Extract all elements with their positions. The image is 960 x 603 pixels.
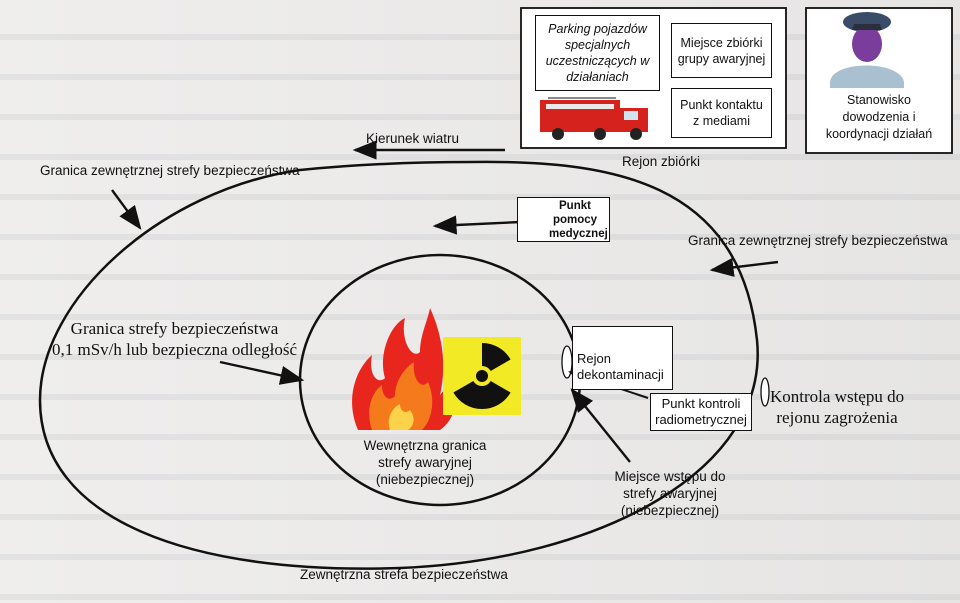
entry-point-line1: Miejsce wstępu do bbox=[614, 469, 726, 484]
radiometric-point-box: Punkt kontroli radiometrycznej bbox=[650, 393, 752, 431]
entry-point-label: Miejsce wstępu do strefy awaryjnej (nieb… bbox=[600, 468, 740, 519]
entry-point-line2: strefy awaryjnej bbox=[623, 486, 717, 501]
safety-boundary-arrow bbox=[219, 360, 305, 385]
inner-boundary-line3: (niebezpiecznej) bbox=[375, 472, 475, 487]
rally-area-caption: Rejon zbiórki bbox=[622, 154, 701, 169]
access-control-label: Kontrola wstępu do rejonu zagrożenia bbox=[770, 386, 904, 428]
outer-boundary-left-label: Granica zewnętrznej strefy bezpieczeństw… bbox=[40, 163, 300, 178]
command-post-label: Stanowisko dowodzenia i koordynacji dzia… bbox=[825, 93, 933, 141]
safety-boundary-label: Granica strefy bezpieczeństwa 0,1 mSv/h … bbox=[52, 318, 297, 360]
inner-boundary-line1: Wewnętrzna granica bbox=[363, 438, 487, 453]
outer-boundary-right-label: Granica zewnętrznej strefy bezpieczeństw… bbox=[688, 233, 948, 248]
decontamination-box: Rejon dekontaminacji bbox=[572, 326, 673, 390]
fire-truck-icon bbox=[540, 97, 648, 140]
access-gate bbox=[760, 377, 770, 407]
inner-boundary-line2: strefy awaryjnej bbox=[378, 455, 472, 470]
fire-icon bbox=[352, 308, 457, 430]
outer-right-arrow bbox=[709, 257, 779, 277]
outer-zone-label: Zewnętrzna strefa bezpieczeństwa bbox=[300, 567, 508, 582]
assembly-box: Miejsce zbiórki grupy awaryjnej bbox=[671, 23, 772, 78]
parking-label: Parking pojazdów specjalnych uczestniczą… bbox=[545, 22, 650, 84]
medical-point-label: Punkt pomocy medycznej bbox=[549, 199, 608, 240]
media-label: Punkt kontaktu z mediami bbox=[680, 98, 763, 128]
entry-arrow bbox=[570, 388, 631, 463]
medical-point-box: Punkt pomocy medycznej bbox=[517, 197, 610, 242]
medical-arrow bbox=[432, 215, 521, 235]
outer-left-arrow bbox=[111, 189, 142, 230]
media-box: Punkt kontaktu z mediami bbox=[671, 88, 772, 138]
assembly-label: Miejsce zbiórki grupy awaryjnej bbox=[677, 35, 766, 66]
safety-boundary-line1: Granica strefy bezpieczeństwa bbox=[70, 319, 279, 338]
parking-box: Parking pojazdów specjalnych uczestniczą… bbox=[535, 15, 660, 91]
commander-icon bbox=[830, 12, 904, 88]
access-control-line2: rejonu zagrożenia bbox=[776, 408, 898, 427]
outer-zone-boundary bbox=[38, 160, 759, 570]
decontamination-label: Rejon dekontaminacji bbox=[577, 351, 664, 382]
wind-label: Kierunek wiatru bbox=[366, 131, 460, 146]
radiometric-point-label: Punkt kontroli radiometrycznej bbox=[655, 396, 747, 427]
radiation-icon bbox=[443, 337, 521, 415]
access-control-line1: Kontrola wstępu do bbox=[770, 387, 905, 406]
safety-boundary-line2: 0,1 mSv/h lub bezpieczna odległość bbox=[52, 340, 298, 359]
inner-boundary-label: Wewnętrzna granica strefy awaryjnej (nie… bbox=[360, 437, 490, 488]
entry-point-line3: (niebezpiecznej) bbox=[620, 503, 720, 518]
